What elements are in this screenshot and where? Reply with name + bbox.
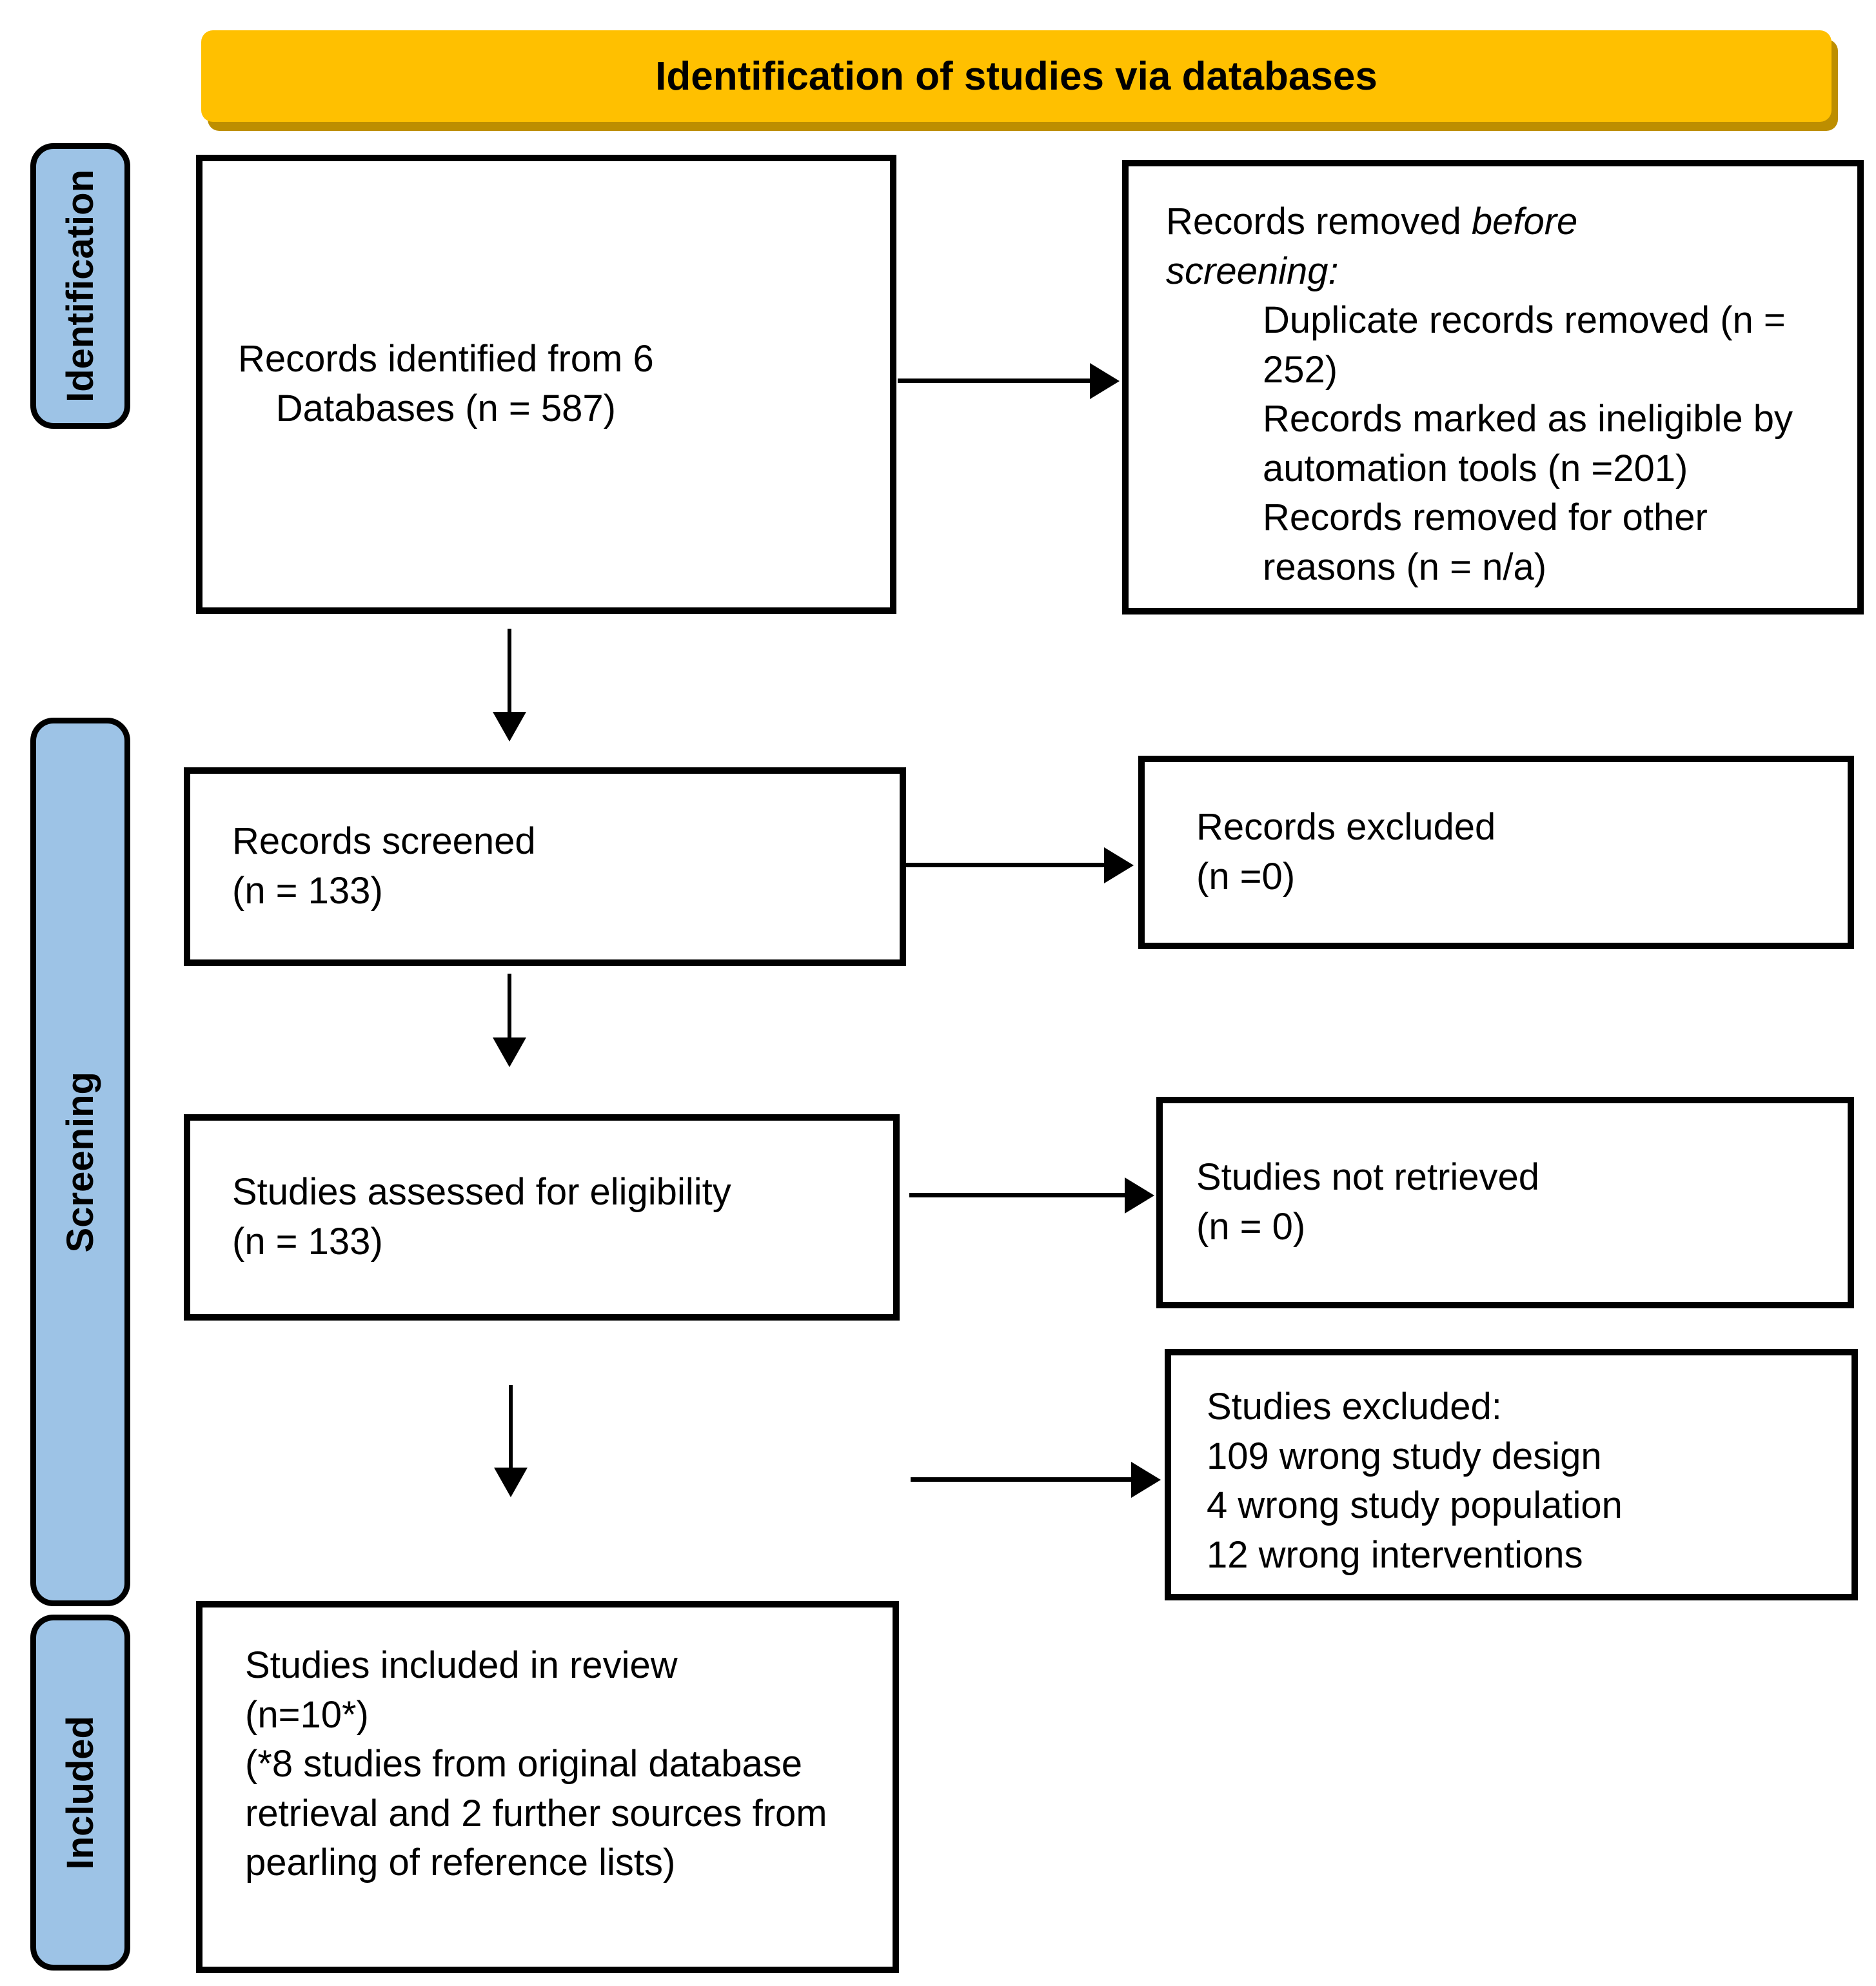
box-studies-included: Studies included in review (n=10*) (*8 s… <box>196 1601 899 1973</box>
records-screened-text: Records screened (n = 133) <box>232 820 536 912</box>
header-title: Identification of studies via databases <box>655 54 1377 99</box>
box-records-removed: Records removed before screening: Duplic… <box>1122 160 1864 614</box>
arrow-to-studies-excluded <box>911 1477 1131 1482</box>
stage-label-included: Included <box>30 1615 130 1971</box>
studies-not-retrieved-text: Studies not retrieved (n = 0) <box>1196 1156 1539 1248</box>
records-identified-text: Records identified from 6 Databases (n =… <box>238 338 654 429</box>
box-studies-excluded: Studies excluded: 109 wrong study design… <box>1165 1349 1858 1600</box>
records-excluded-text: Records excluded (n =0) <box>1196 806 1496 898</box>
arrow-identified-to-screened <box>508 629 511 712</box>
arrow-assessed-to-included <box>509 1385 513 1468</box>
arrow-screened-to-excluded <box>906 863 1104 867</box>
arrow-identified-to-removed <box>898 379 1090 383</box>
box-studies-assessed: Studies assessed for eligibility (n = 13… <box>184 1114 900 1321</box>
studies-excluded-text: Studies excluded: 109 wrong study design… <box>1207 1386 1623 1576</box>
arrow-assessed-to-not-retrieved <box>909 1193 1125 1197</box>
records-removed-items: Duplicate records removed (n = 252) Reco… <box>1263 299 1793 588</box>
stage-label-screening: Screening <box>30 718 130 1606</box>
arrow-screened-to-assessed <box>508 974 511 1037</box>
studies-assessed-text: Studies assessed for eligibility (n = 13… <box>232 1171 731 1263</box>
box-records-excluded: Records excluded (n =0) <box>1138 756 1854 949</box>
stage-label-identification: Identification <box>30 143 130 429</box>
box-records-screened: Records screened (n = 133) <box>184 767 906 966</box>
header-banner: Identification of studies via databases <box>201 30 1832 122</box>
studies-included-text: Studies included in review (n=10*) (*8 s… <box>245 1644 827 1884</box>
box-records-identified: Records identified from 6 Databases (n =… <box>196 155 896 614</box>
records-removed-heading: Records removed before screening: <box>1166 201 1578 292</box>
box-studies-not-retrieved: Studies not retrieved (n = 0) <box>1156 1097 1854 1308</box>
